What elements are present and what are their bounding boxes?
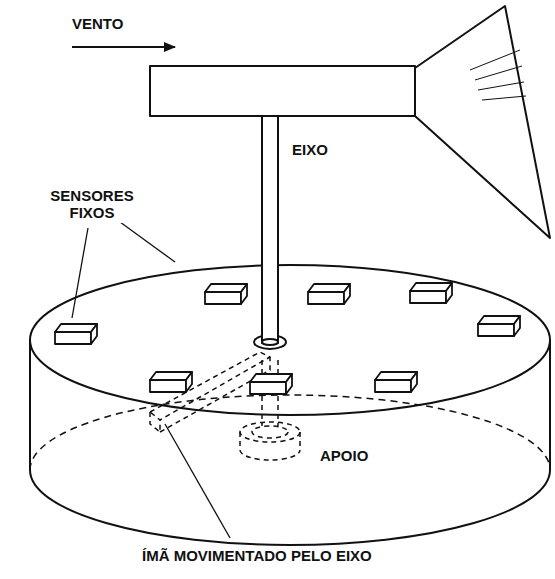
base-side [549,340,551,470]
wind-arrow [72,46,175,48]
fixed-sensor [55,324,97,344]
base-top [30,265,550,415]
base-side [29,340,31,470]
shaft [262,115,278,343]
leader-line [165,424,230,538]
base-hidden-edge [30,395,550,470]
fixed-sensor [150,372,192,392]
part-label: APOIO [318,446,370,465]
vane-body [150,66,415,116]
fixed-sensor [308,284,350,304]
tail-shading [470,50,526,100]
leader-line [72,228,88,318]
support [240,360,300,460]
shaft-end [262,339,278,345]
part-label: SENSORES FIXOS [40,186,144,223]
fixed-sensor [478,316,520,336]
part-label: VENTO [70,14,125,33]
fixed-sensor [250,374,292,394]
part-label: ÍMÃ MOVIMENTADO PELO EIXO [140,546,374,565]
fixed-sensor [205,284,247,304]
part-label: EIXO [290,140,330,159]
leader-line [120,222,175,262]
fixed-sensor [375,372,417,392]
fixed-sensor [410,283,452,303]
vane-tail [415,6,550,238]
base-bottom-edge [30,470,550,545]
sensors [55,283,520,394]
